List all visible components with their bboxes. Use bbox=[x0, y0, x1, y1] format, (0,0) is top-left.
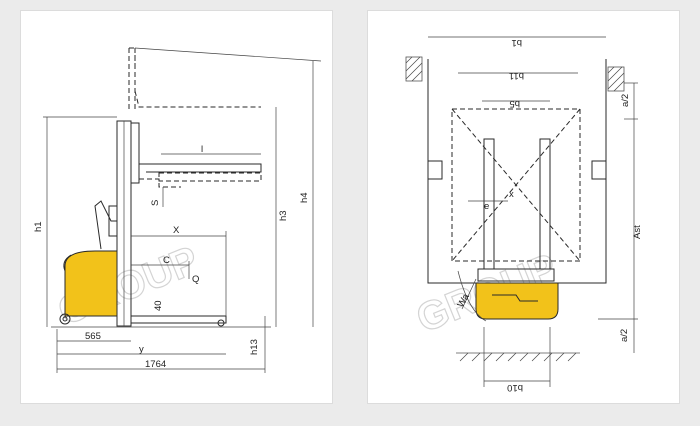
battery-body-top bbox=[475, 282, 559, 320]
fork-carriage bbox=[130, 122, 140, 184]
dim-e: e bbox=[484, 201, 489, 212]
wall-hatch-bottom bbox=[456, 352, 580, 362]
load-wheel bbox=[217, 319, 225, 327]
dim-b11: b11 bbox=[509, 70, 524, 81]
top-view-drawing: GROUP b1 b11 b5 e x Wa a/2 Ast a/2 bbox=[405, 36, 643, 393]
dim-a2-bottom: a/2 bbox=[619, 329, 630, 342]
dim-1764: 1764 bbox=[145, 359, 166, 370]
mast-extended bbox=[128, 47, 136, 111]
tiller-handle bbox=[94, 200, 117, 250]
top-view-panel: GROUP b1 b11 b5 e x Wa a/2 Ast a/2 bbox=[368, 11, 679, 403]
side-view-panel: GROUP h1 h3 h4 h13 S l X C Q bbox=[21, 11, 332, 403]
dim-h13: h13 bbox=[249, 339, 260, 355]
dim-b10: b10 bbox=[507, 382, 523, 393]
carriage-top bbox=[477, 268, 555, 282]
dim-a2-top: a/2 bbox=[620, 94, 631, 107]
leg-wheel-right bbox=[591, 160, 607, 180]
fork-carriage-raised bbox=[134, 90, 261, 108]
dim-s: S bbox=[150, 200, 161, 206]
pallet-outline bbox=[451, 108, 581, 262]
dim-c: C bbox=[163, 255, 170, 266]
dim-x: X bbox=[173, 225, 180, 236]
dim-h1: h1 bbox=[33, 221, 44, 232]
leg-wheel-left bbox=[427, 160, 443, 180]
base-legs bbox=[427, 59, 607, 284]
fork-lowered bbox=[131, 315, 227, 324]
dim-x-top: x bbox=[509, 189, 514, 200]
fork-raised bbox=[139, 163, 262, 173]
drive-wheel bbox=[59, 313, 71, 325]
dim-q: Q bbox=[192, 274, 199, 285]
dim-b1: b1 bbox=[511, 37, 522, 48]
dim-y: y bbox=[139, 344, 144, 355]
dim-h3: h3 bbox=[278, 210, 289, 221]
dim-l: l bbox=[201, 144, 203, 155]
fork-middle bbox=[158, 172, 262, 182]
dim-565: 565 bbox=[85, 331, 101, 342]
wall-hatch-right bbox=[607, 66, 625, 92]
battery-body bbox=[64, 250, 118, 317]
dim-ast: Ast bbox=[632, 225, 643, 239]
side-view-drawing: GROUP h1 h3 h4 h13 S l X C Q bbox=[33, 47, 322, 373]
dim-h4: h4 bbox=[299, 192, 310, 203]
dim-40: 40 bbox=[153, 300, 164, 311]
dim-b5: b5 bbox=[509, 98, 520, 109]
wall-hatch-left bbox=[405, 56, 423, 82]
